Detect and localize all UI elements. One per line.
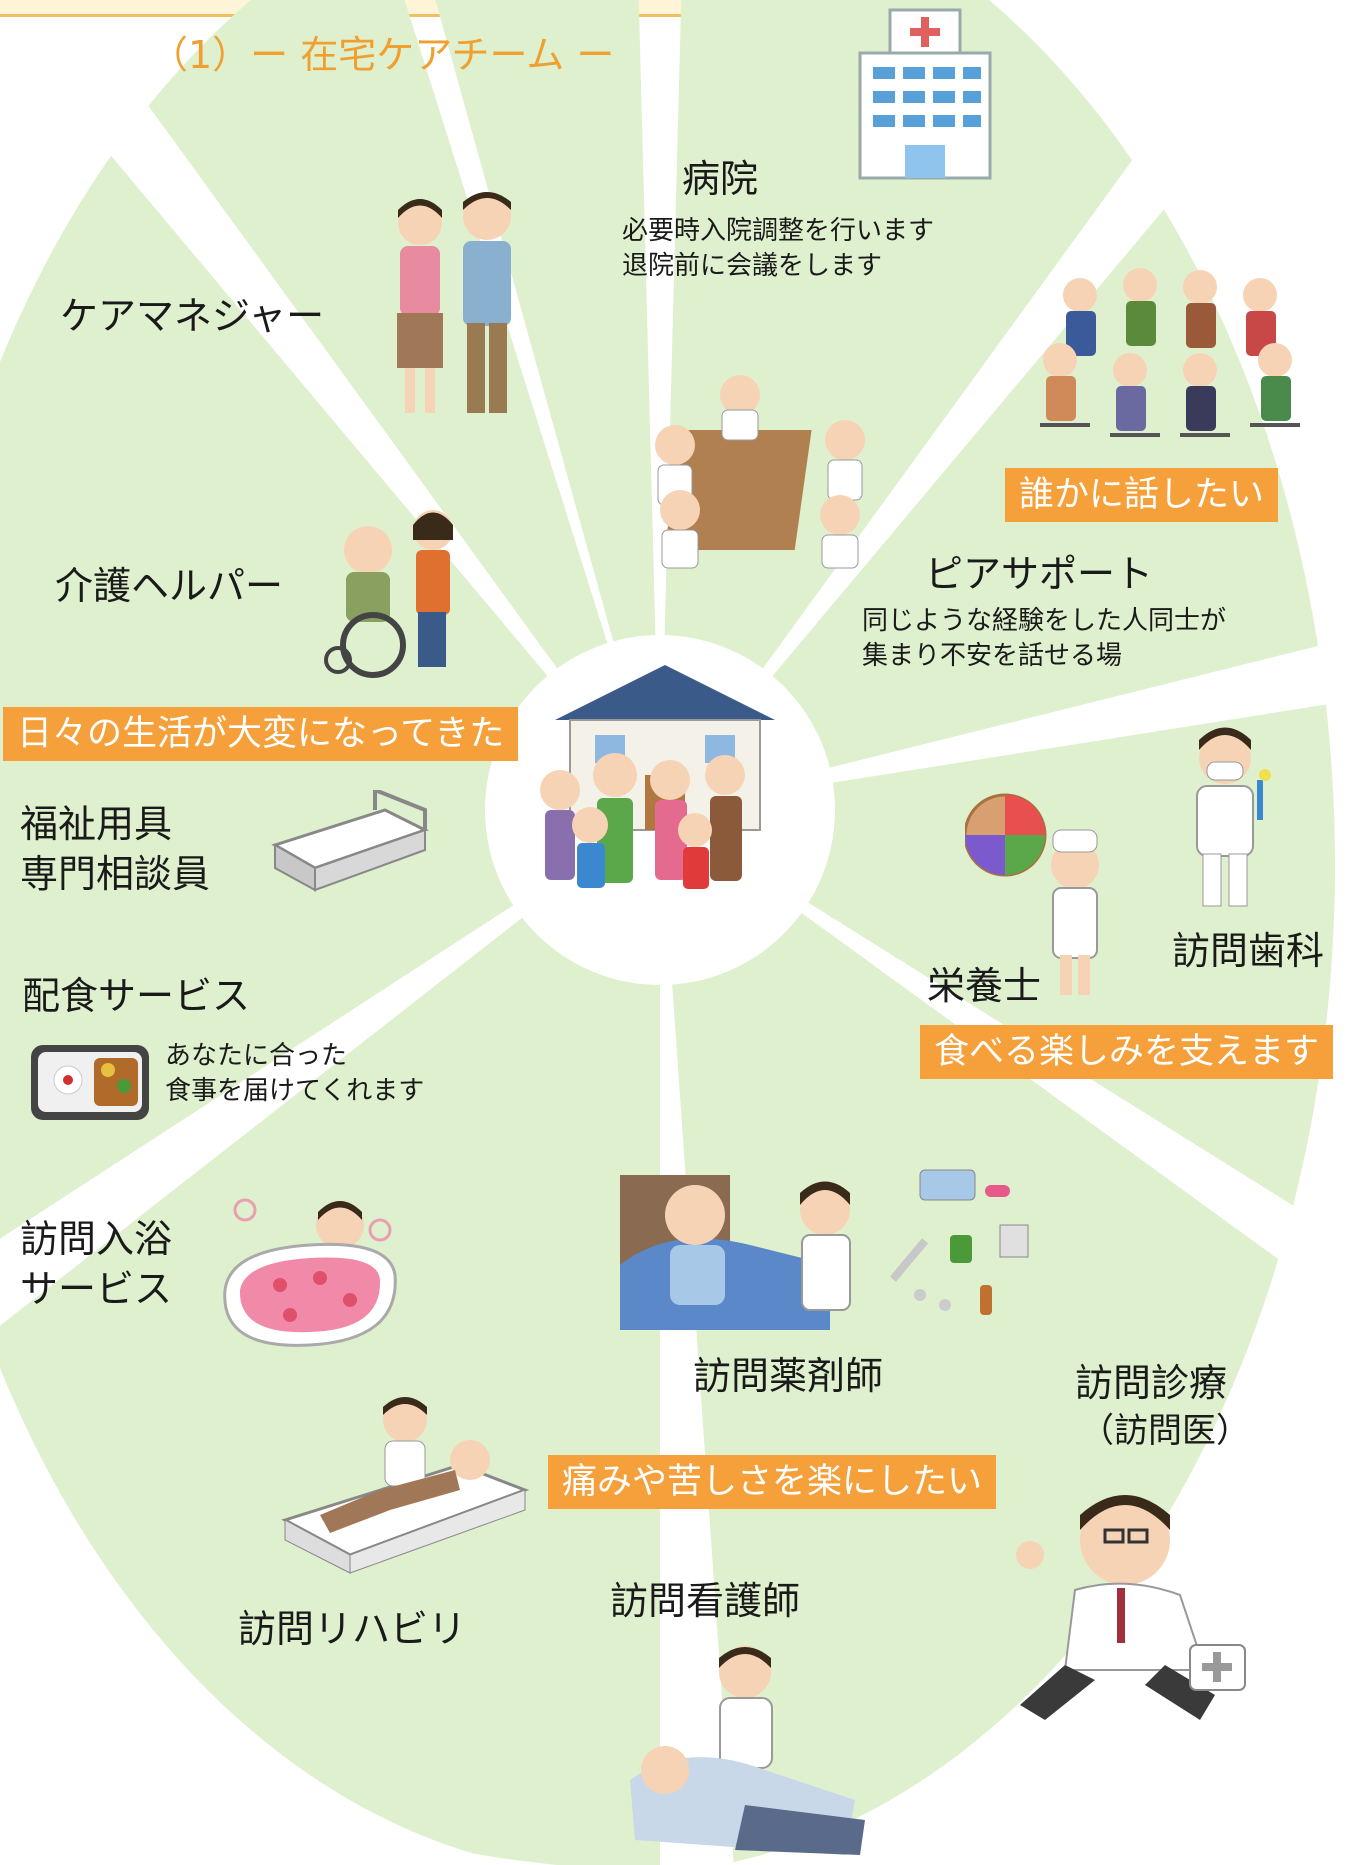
pie-wedge <box>0 0 660 1388</box>
pharmacist-visit-icon <box>620 1169 1029 1330</box>
peer-desc-1: 同じような経験をした人同士が <box>862 606 1227 636</box>
bath-label-2: サービス <box>20 1267 173 1311</box>
hospital-building-icon <box>858 8 992 180</box>
dental-label: 訪問歯科 <box>1172 929 1325 973</box>
hospital-desc-2: 退院前に会議をします <box>622 251 883 281</box>
page-title: （1）ー 在宅ケアチーム ー <box>150 33 615 77</box>
pain-banner: 痛みや苦しさを楽にしたい <box>548 1455 997 1509</box>
bento-box-icon <box>31 1045 149 1120</box>
nutritionist-label: 栄養士 <box>927 964 1042 1008</box>
eating-banner: 食べる楽しみを支えます <box>920 1025 1334 1079</box>
pie-wedge <box>660 0 1335 810</box>
care-manager-label: ケアマネジャー <box>60 294 325 338</box>
pharmacist-label: 訪問薬剤師 <box>693 1354 884 1398</box>
helper-label: 介護ヘルパー <box>55 564 284 608</box>
meal-label: 配食サービス <box>22 974 251 1018</box>
pie-wedge <box>660 644 1335 1372</box>
bath-label-1: 訪問入浴 <box>20 1217 173 1261</box>
talk-banner: 誰かに話したい <box>1005 468 1279 522</box>
hospital-meeting-icon <box>655 375 865 569</box>
rehab-label: 訪問リハビリ <box>238 1607 467 1651</box>
meal-desc-2: 食事を届けてくれます <box>165 1076 425 1106</box>
doctor-label-1: 訪問診療 <box>1075 1361 1228 1405</box>
house-family-icon <box>540 665 775 889</box>
bathtub-icon <box>223 1198 397 1347</box>
group-meeting-icon <box>1040 268 1300 437</box>
wheelchair-helper-icon <box>324 510 453 678</box>
peer-desc-2: 集まり不安を話せる場 <box>862 641 1123 671</box>
meal-desc-1: あなたに合った <box>165 1041 348 1071</box>
pie-wedge <box>376 0 660 810</box>
hospital-label: 病院 <box>682 157 759 201</box>
care-bed-icon <box>271 790 429 892</box>
nurse-care-icon <box>630 1646 865 1855</box>
hospital-desc-1: 必要時入院調整を行います <box>622 216 935 246</box>
welfare-label-2: 専門相談員 <box>20 852 211 896</box>
running-doctor-icon <box>1016 1495 1246 1720</box>
care-manager-couple-icon <box>397 192 511 413</box>
welfare-label-1: 福祉用具 <box>20 802 173 846</box>
doctor-label-2: （訪問医） <box>1080 1411 1250 1451</box>
nurse-label: 訪問看護師 <box>610 1579 801 1623</box>
dentist-icon <box>1196 727 1271 907</box>
nutritionist-icon <box>965 793 1099 995</box>
rehab-icon <box>281 1397 530 1574</box>
peer-support-label: ピアサポート <box>925 552 1154 596</box>
daily-life-banner: 日々の生活が大変になってきた <box>3 707 519 761</box>
